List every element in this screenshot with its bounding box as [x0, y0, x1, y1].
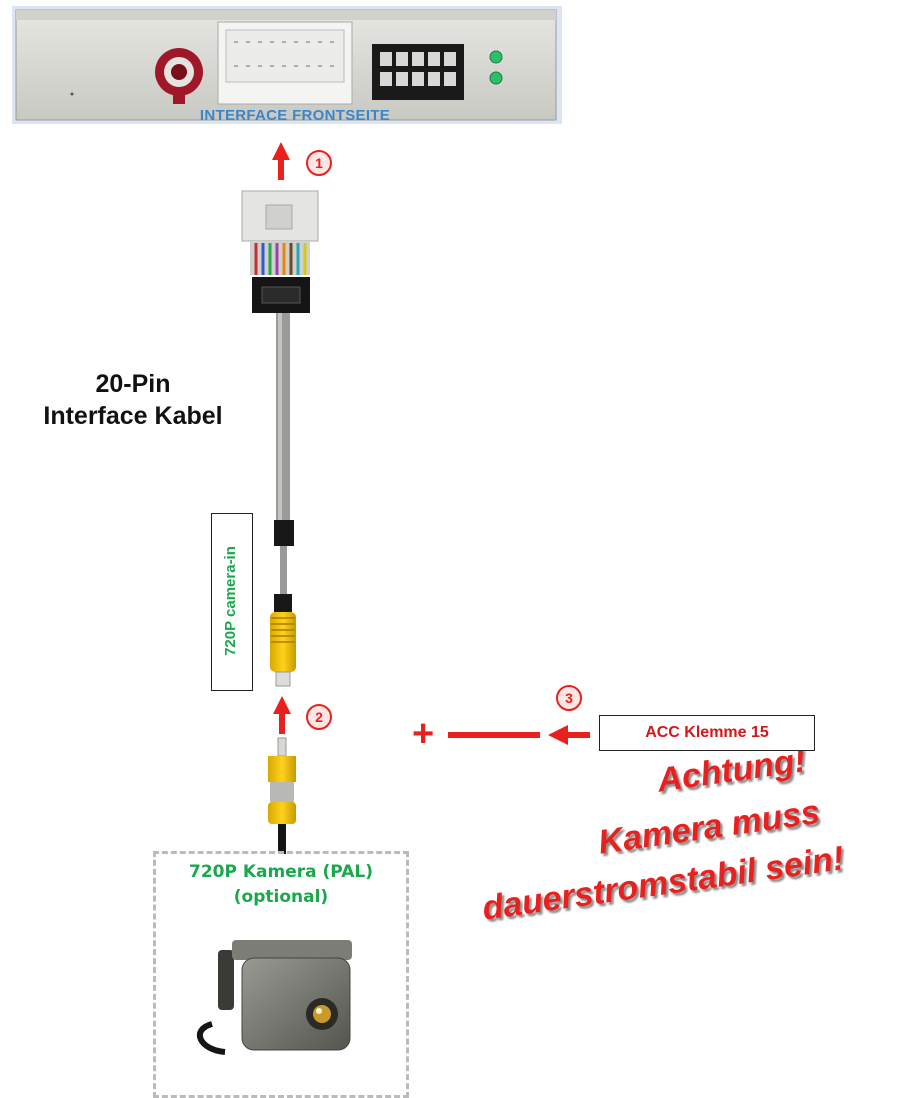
- status-leds: [489, 50, 503, 85]
- camera-in-label: 720P camera-in: [222, 546, 239, 656]
- camera-optional-line: (optional): [233, 887, 329, 907]
- step-2-badge: 2: [306, 704, 332, 730]
- pin-socket-10: [372, 44, 464, 100]
- plus-sign: +: [412, 713, 435, 755]
- interface-front-label: INTERFACE FRONTSEITE: [199, 107, 391, 124]
- arrow-up-2: [273, 696, 291, 734]
- grey-cable: [274, 313, 294, 594]
- fakra-connector: [155, 48, 203, 104]
- acc-label: ACC Klemme 15: [599, 715, 815, 751]
- step-3-badge: 3: [556, 685, 582, 711]
- camera-title-line: 720P Kamera (PAL): [189, 862, 373, 882]
- camera-image: [197, 940, 352, 1055]
- power-line: [448, 725, 590, 745]
- cable-label-line1: 20-Pin: [95, 370, 171, 398]
- step-1-badge: 1: [306, 150, 332, 176]
- camera-in-label-box: [211, 513, 253, 691]
- rca-male-yellow: [268, 737, 296, 854]
- rca-female-yellow: [270, 594, 296, 687]
- cable-label: 20-Pin Interface Kabel: [8, 368, 258, 432]
- arrow-up-1: [272, 142, 290, 180]
- pin-socket-20: [217, 21, 353, 105]
- cable-plug-20pin: [241, 190, 319, 313]
- camera-title: 720P Kamera (PAL) (optional): [156, 860, 406, 910]
- cable-label-line2: Interface Kabel: [43, 402, 223, 430]
